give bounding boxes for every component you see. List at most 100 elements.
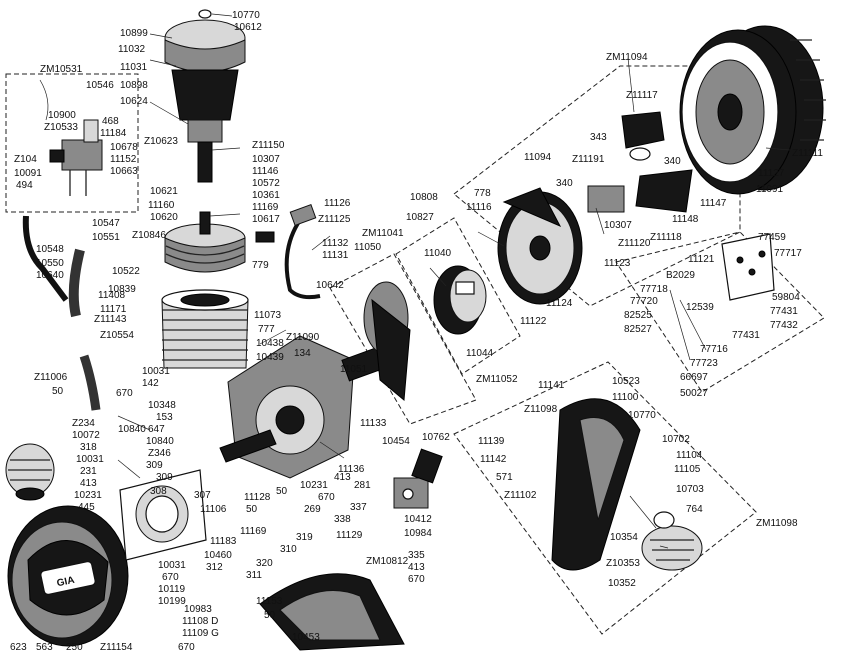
part-label: 10899 bbox=[120, 28, 148, 39]
part-label: 11108 D bbox=[182, 616, 218, 627]
part-label: 134 bbox=[294, 348, 311, 359]
part-label: 11100 bbox=[612, 392, 639, 403]
part-label: 11152 bbox=[110, 154, 137, 165]
part-label: 82525 bbox=[624, 310, 652, 321]
part-label: Z11150 bbox=[252, 140, 285, 151]
part-label: 11148 bbox=[672, 214, 699, 225]
part-label: 10770 bbox=[628, 410, 656, 421]
part-label: 10523 bbox=[612, 376, 640, 387]
part-label: 82527 bbox=[624, 324, 652, 335]
part-label: 11169 bbox=[252, 202, 279, 213]
part-label: 11129 bbox=[336, 530, 363, 541]
crank-group-label: ZM11052 bbox=[476, 374, 518, 385]
part-label: 11408 bbox=[98, 290, 126, 301]
part-label: 10031 bbox=[158, 560, 186, 571]
part-label: 10548 bbox=[36, 244, 64, 255]
part-label: 670 bbox=[408, 574, 425, 585]
part-label: 563 bbox=[36, 642, 53, 653]
part-label: 10453 bbox=[292, 632, 320, 643]
part-label-layer: 10770 10612 10899 11032 11031 10898 1062… bbox=[10, 10, 823, 653]
governor-group-box bbox=[615, 231, 825, 393]
part-label: 50 bbox=[276, 486, 288, 497]
part-label: 10352 bbox=[608, 578, 636, 589]
part-label: 10547 bbox=[92, 218, 120, 229]
group-label-layer: ZM10531 ZM11094 ZM11041 ZM11052 ZM11098 … bbox=[40, 52, 798, 567]
part-label: 10348 bbox=[148, 400, 176, 411]
part-label: 50027 bbox=[680, 388, 708, 399]
part-label: 11141 bbox=[538, 380, 565, 391]
part-label: 10984 bbox=[404, 528, 432, 539]
part-label: 309 bbox=[146, 460, 163, 471]
crankcase bbox=[219, 335, 355, 479]
part-label: 11169 bbox=[240, 526, 267, 537]
part-label: Z234 bbox=[72, 418, 95, 429]
part-label: 10354 bbox=[610, 532, 638, 543]
part-label: Z104 bbox=[14, 154, 37, 165]
part-label: 11050 bbox=[354, 242, 382, 253]
part-label: 10808 bbox=[410, 192, 438, 203]
part-label: 77431 bbox=[732, 330, 760, 341]
part-label: 413 bbox=[408, 562, 425, 573]
part-label: 10640 bbox=[36, 270, 64, 281]
part-label: 647 bbox=[148, 424, 165, 435]
ht-lead bbox=[255, 204, 321, 300]
air-filter bbox=[5, 443, 55, 501]
gaskets bbox=[119, 469, 207, 561]
part-label: 11133 bbox=[360, 418, 387, 429]
part-label: 320 bbox=[256, 558, 273, 569]
part-label: 10624 bbox=[120, 96, 148, 107]
flywheel bbox=[679, 25, 826, 195]
part-label: 10827 bbox=[406, 212, 434, 223]
fan-shroud bbox=[551, 398, 703, 571]
part-label: 77717 bbox=[774, 248, 802, 259]
part-label: 11116 bbox=[466, 202, 492, 213]
cover-emblem-text: GIA bbox=[56, 575, 76, 589]
part-label: 11040 bbox=[424, 248, 452, 259]
magneto-plate bbox=[497, 187, 583, 305]
part-label: 10307 bbox=[604, 220, 632, 231]
part-label: 307 bbox=[194, 490, 211, 501]
part-label: 11109 G bbox=[182, 628, 219, 639]
part-label: 310 bbox=[280, 544, 297, 555]
part-label: 10412 bbox=[404, 514, 432, 525]
part-label: 10231 bbox=[74, 490, 102, 501]
part-label: 670 bbox=[116, 388, 133, 399]
part-label: Z10623 bbox=[144, 136, 178, 147]
fuel-pump bbox=[393, 448, 443, 509]
part-label: 11051 bbox=[340, 364, 368, 375]
clutch-group-label: ZM11041 bbox=[362, 228, 404, 239]
part-label: 340 bbox=[664, 156, 681, 167]
part-label: 623 bbox=[10, 642, 27, 653]
part-label: 10983 bbox=[184, 604, 212, 615]
part-label: 340 bbox=[556, 178, 573, 189]
cover-group-box bbox=[453, 361, 757, 635]
part-label: 281 bbox=[354, 480, 371, 491]
part-label: 11032 bbox=[118, 44, 146, 55]
part-label: 10900 bbox=[48, 110, 76, 121]
part-label: 413 bbox=[334, 472, 351, 483]
part-label: B2029 bbox=[666, 270, 695, 281]
part-label: 10460 bbox=[204, 550, 232, 561]
exhaust-deflector bbox=[259, 573, 405, 651]
part-label: 10454 bbox=[382, 436, 410, 447]
part-label: 778 bbox=[474, 188, 491, 199]
part-label: 10551 bbox=[92, 232, 120, 243]
part-label: 318 bbox=[80, 442, 97, 453]
part-label: 670 bbox=[162, 572, 179, 583]
part-label: 10438 bbox=[256, 338, 284, 349]
part-label: 10702 bbox=[662, 434, 690, 445]
part-label: 468 bbox=[102, 116, 119, 127]
part-label: 11171 bbox=[100, 304, 127, 315]
part-label: 50 bbox=[246, 504, 258, 515]
part-label: Z11090 bbox=[286, 332, 320, 343]
part-label: 250 bbox=[66, 642, 83, 653]
cylinder bbox=[161, 289, 249, 369]
part-label: 11091 bbox=[756, 184, 784, 195]
part-label: 77716 bbox=[700, 344, 728, 355]
part-label: Z11154 bbox=[100, 642, 133, 653]
part-label: 10119 bbox=[158, 584, 186, 595]
part-label: 11147 bbox=[700, 198, 727, 209]
part-label: 10642 bbox=[316, 280, 344, 291]
carburetor-top-assembly bbox=[164, 9, 246, 183]
part-label: 11105 bbox=[674, 464, 701, 475]
